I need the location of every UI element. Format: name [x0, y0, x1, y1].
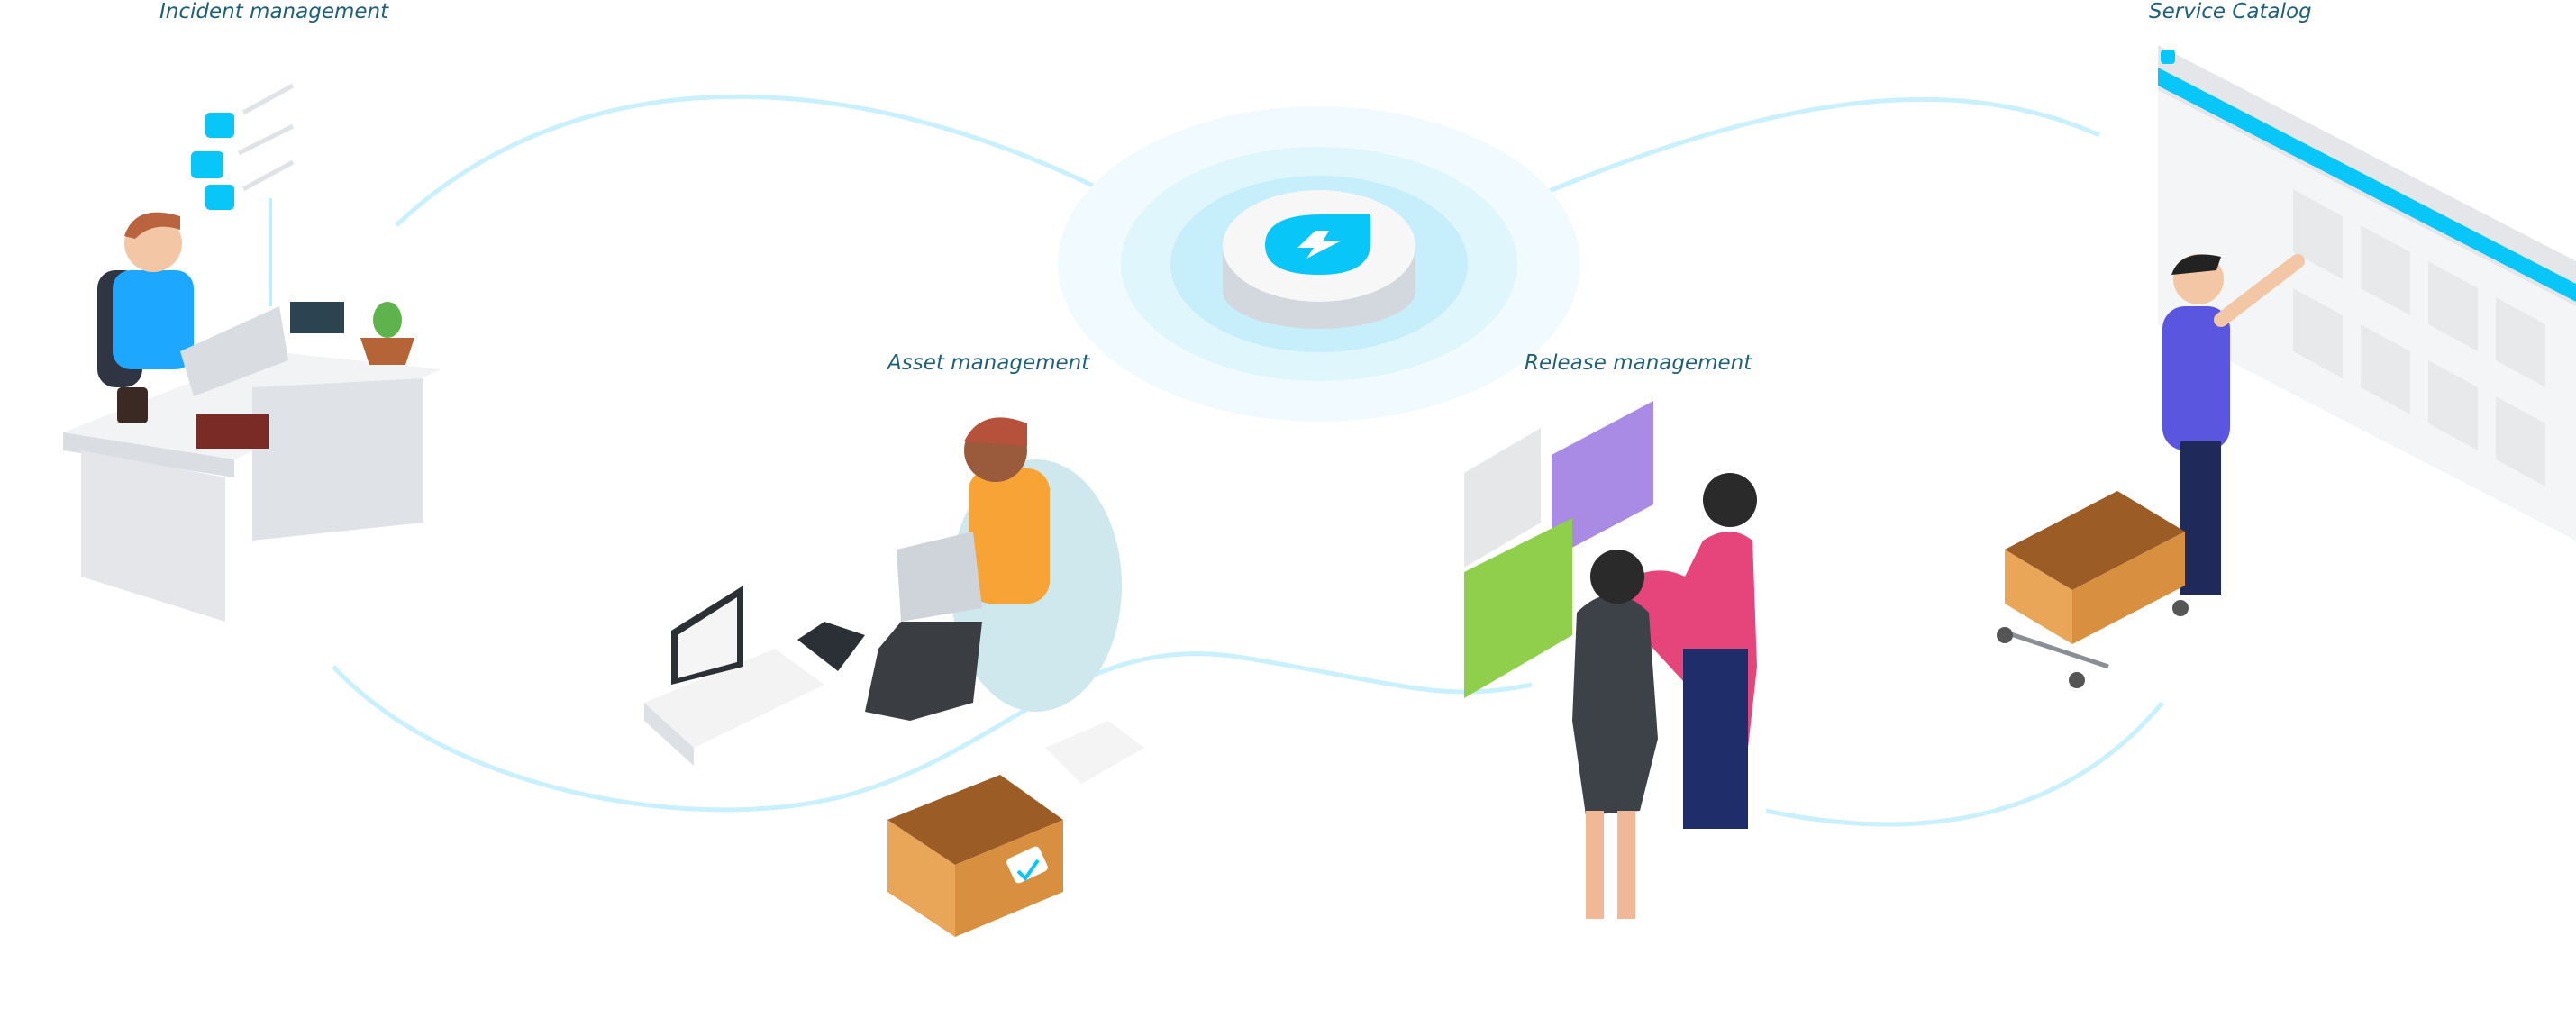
asset-management-label: Asset management — [887, 351, 1090, 375]
central-hub — [1058, 106, 1580, 422]
asset-scene — [644, 417, 1144, 937]
service-catalog-label: Service Catalog — [2149, 0, 2312, 23]
release-management-label: Release management — [1525, 351, 1752, 375]
release-scene — [1464, 401, 1757, 919]
incident-management-label: Incident management — [159, 0, 389, 23]
catalog-scene — [1997, 45, 2576, 688]
incident-scene — [63, 83, 441, 622]
